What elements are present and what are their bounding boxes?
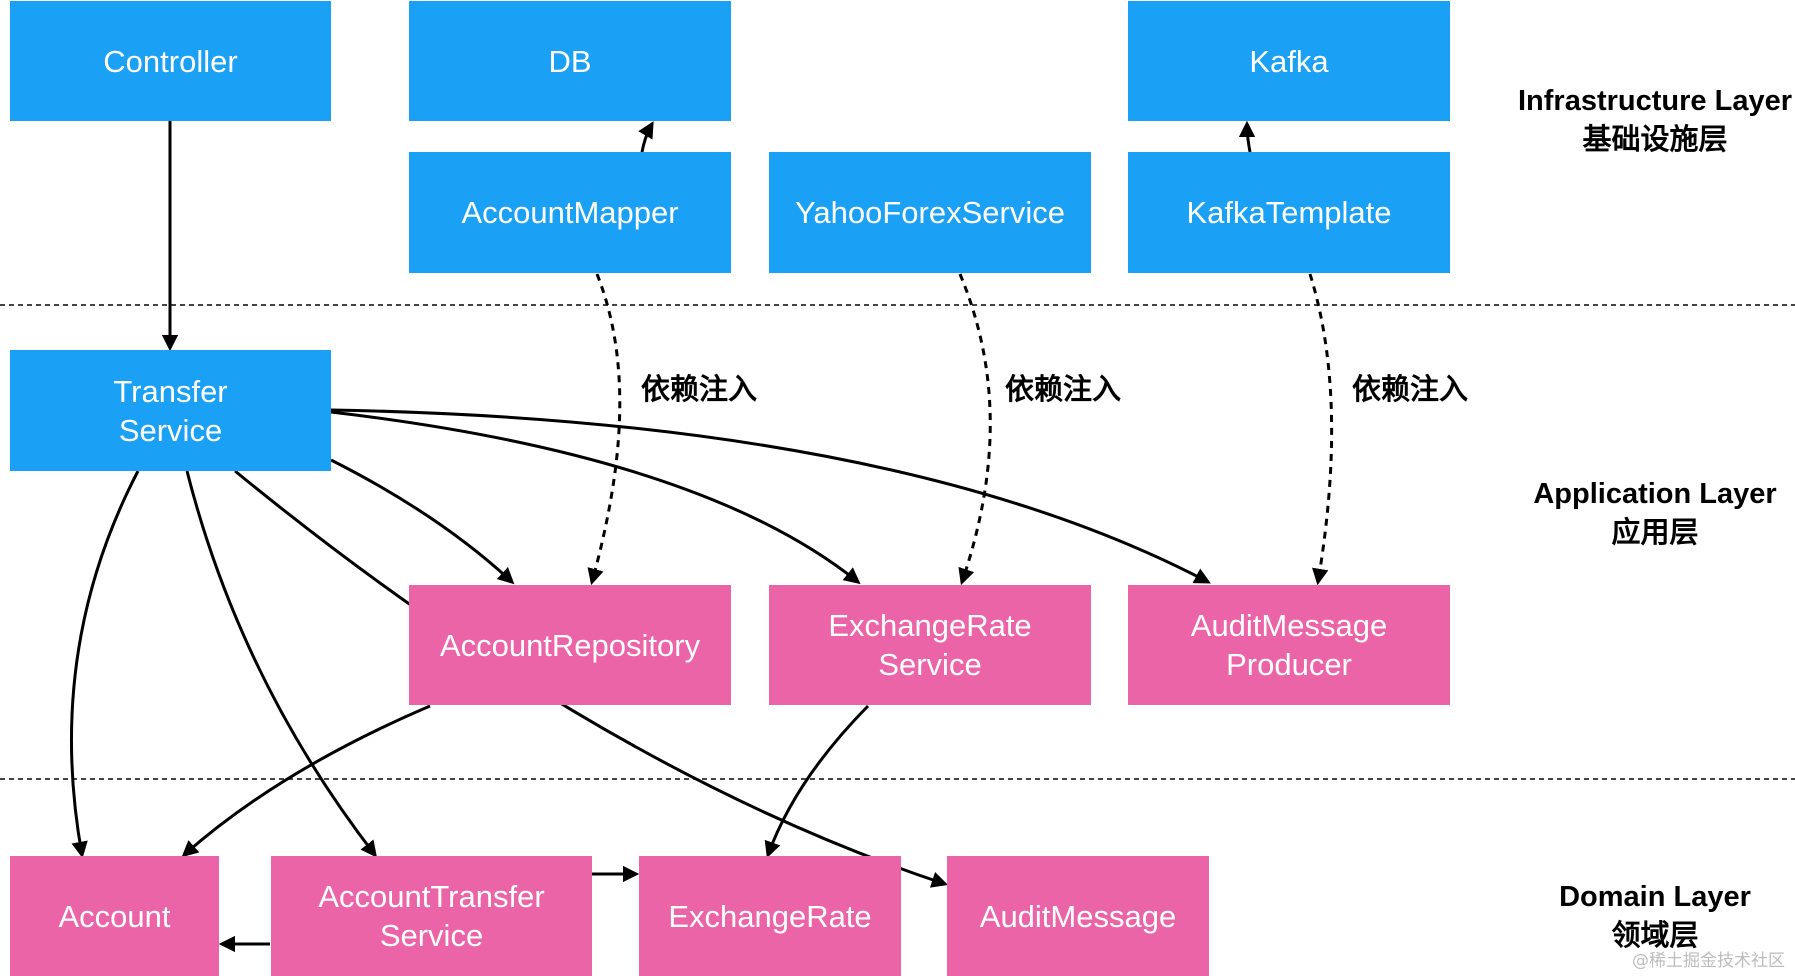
kafka-template-label: KafkaTemplate	[1186, 195, 1392, 230]
kafka-label: Kafka	[1249, 43, 1329, 79]
domain-layer-zh: 领域层	[1611, 918, 1699, 952]
edge-transfer-to-exchange-rate-service	[330, 410, 861, 585]
edge-inject-kafkatemplate-auditproducer	[1308, 273, 1334, 586]
account-label: Account	[58, 898, 171, 934]
account-mapper-label: AccountMapper	[461, 195, 679, 230]
db-label: DB	[548, 43, 592, 79]
application-layer-title: Application Layer 应用层	[1505, 475, 1795, 551]
audit-message-node: AuditMessage	[947, 856, 1209, 976]
edge-transfer-to-audit-message	[234, 469, 949, 888]
account-node: Account	[10, 856, 219, 976]
exchange-rate-service-label: ExchangeRate Service	[828, 608, 1032, 682]
edge-kafkatemplate-to-kafka	[1238, 120, 1256, 153]
edge-transfer-to-audit-producer	[330, 408, 1211, 584]
edge-inject-yahoo-exchangerate-service	[958, 273, 992, 586]
yahoo-forex-service-label: YahooForexService	[795, 195, 1065, 230]
kafka-node: Kafka	[1128, 1, 1450, 121]
account-transfer-service-node: AccountTransfer Service	[271, 856, 592, 976]
edge-exchange-rate-service-to-exchange-rate	[764, 704, 870, 859]
db-node: DB	[409, 1, 731, 121]
exchange-rate-label: ExchangeRate	[668, 898, 872, 934]
controller-label: Controller	[103, 43, 238, 79]
transfer-service-node: Transfer Service	[10, 350, 331, 471]
edge-transfer-to-account-repository	[330, 458, 515, 585]
inject-label-2: 依赖注入	[1005, 372, 1122, 406]
application-layer-zh: 应用层	[1611, 515, 1699, 549]
inject-label-1: 依赖注入	[641, 372, 758, 406]
transfer-service-label: Transfer Service	[113, 373, 228, 448]
controller-node: Controller	[10, 1, 331, 121]
watermark: @稀土掘金技术社区	[1632, 951, 1785, 971]
edge-accountmapper-to-db	[638, 121, 654, 153]
infrastructure-layer-zh: 基础设施层	[1582, 122, 1728, 156]
domain-layer-title: Domain Layer 领域层	[1505, 878, 1795, 954]
audit-message-producer-label: AuditMessage Producer	[1190, 608, 1388, 682]
edge-inject-accountmapper-repository	[587, 273, 622, 586]
edge-transfer-to-account	[69, 470, 140, 859]
inject-label-3: 依赖注入	[1352, 372, 1469, 406]
edge-transfer-to-account-transfer-service	[185, 470, 378, 858]
edge-account-repository-to-account	[181, 704, 431, 858]
yahoo-forex-service-node: YahooForexService	[769, 152, 1091, 273]
infrastructure-layer-en: Infrastructure Layer	[1518, 85, 1792, 117]
account-repository-label: AccountRepository	[439, 627, 701, 663]
exchange-rate-node: ExchangeRate	[639, 856, 901, 976]
kafka-template-node: KafkaTemplate	[1128, 152, 1450, 273]
domain-layer-en: Domain Layer	[1559, 881, 1751, 913]
account-transfer-service-label: AccountTransfer Service	[318, 879, 545, 953]
infrastructure-layer-title: Infrastructure Layer 基础设施层	[1505, 82, 1795, 158]
exchange-rate-service-node: ExchangeRate Service	[769, 585, 1091, 705]
audit-message-label: AuditMessage	[979, 898, 1177, 934]
application-layer-en: Application Layer	[1533, 478, 1777, 510]
audit-message-producer-node: AuditMessage Producer	[1128, 585, 1450, 705]
account-mapper-node: AccountMapper	[409, 152, 731, 273]
account-repository-node: AccountRepository	[409, 585, 731, 705]
